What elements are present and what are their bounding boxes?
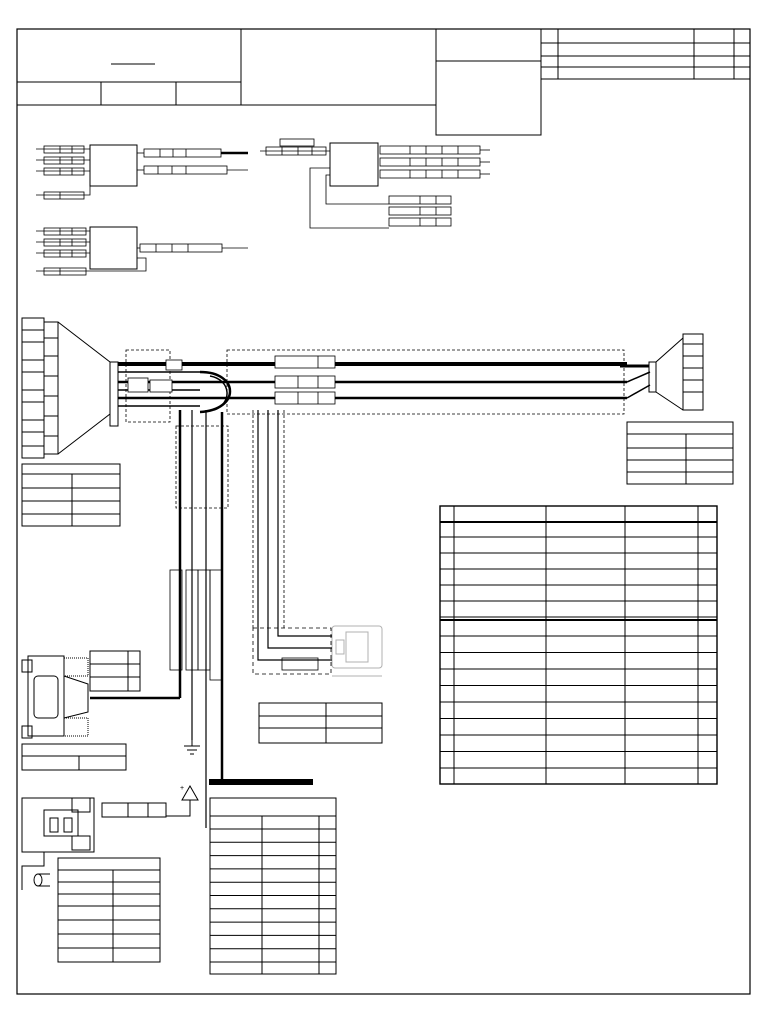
ground-icon bbox=[184, 740, 200, 755]
pin-assignment-table bbox=[439, 505, 718, 785]
revision-block bbox=[435, 28, 751, 136]
wire-table-bottom bbox=[209, 797, 337, 975]
title-block bbox=[16, 28, 437, 106]
connector-left-table bbox=[21, 463, 121, 527]
connector-left-main bbox=[21, 317, 119, 459]
main-harness-bundle bbox=[118, 349, 651, 509]
connector-sensor-left bbox=[21, 650, 141, 739]
connector-sensor-left-table bbox=[21, 743, 127, 771]
detail-schematic-b bbox=[260, 138, 490, 229]
drop-wires bbox=[90, 410, 313, 828]
connector-device-bottom bbox=[21, 797, 167, 890]
connector-right-main bbox=[620, 333, 704, 411]
page-border bbox=[16, 28, 751, 995]
power-label: + bbox=[180, 785, 184, 792]
table-frame bbox=[209, 797, 337, 975]
connector-right-table bbox=[626, 421, 734, 485]
table-frame bbox=[439, 505, 718, 785]
connector-device-bottom-table bbox=[57, 857, 161, 963]
connector-middle-table bbox=[258, 702, 383, 744]
power-triangle-icon: + bbox=[166, 784, 199, 817]
connector-middle-ghost bbox=[252, 410, 383, 677]
detail-schematic-c bbox=[36, 226, 248, 276]
detail-schematic-a bbox=[36, 144, 248, 200]
